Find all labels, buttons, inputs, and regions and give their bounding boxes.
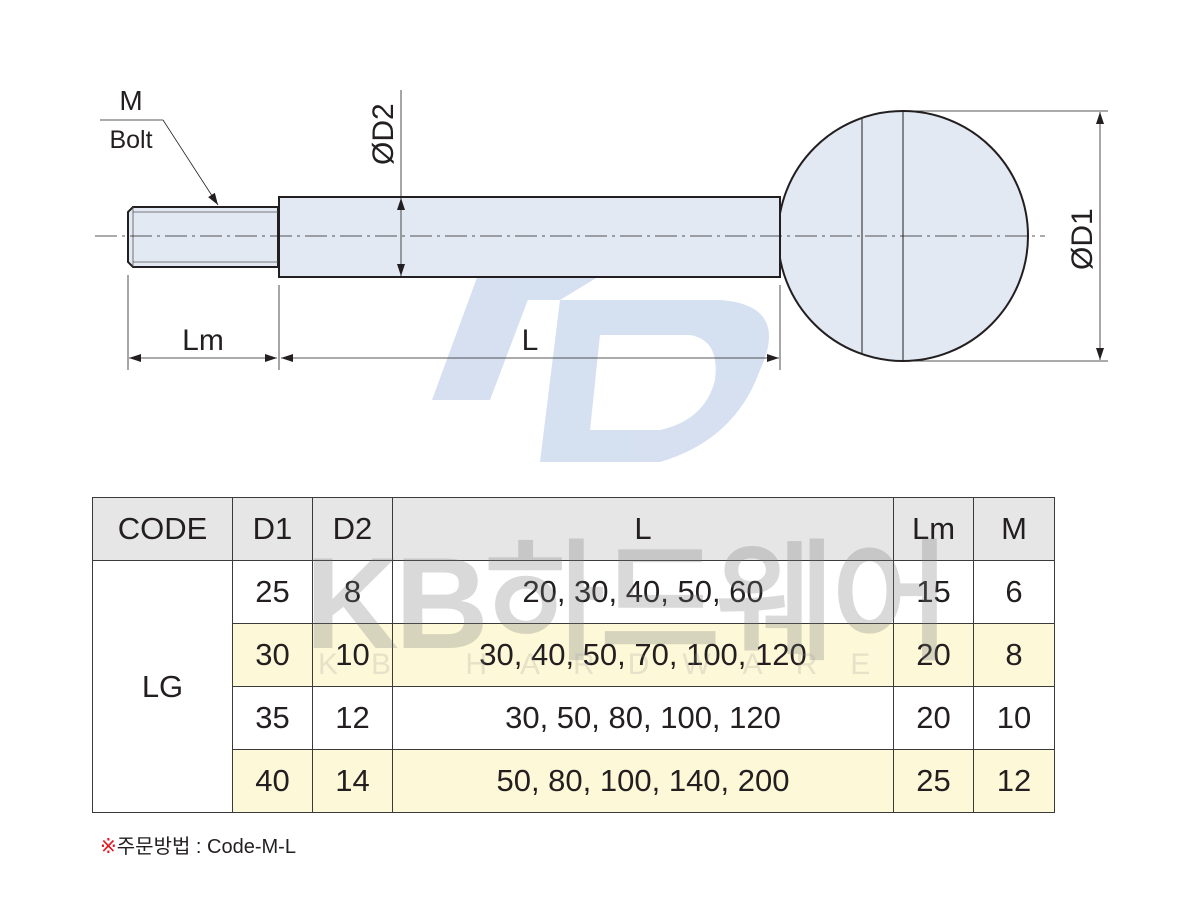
cell-l: 20, 30, 40, 50, 60 bbox=[392, 560, 894, 624]
label-l: L bbox=[522, 324, 539, 357]
table-row: 35 12 30, 50, 80, 100, 120 20 10 bbox=[93, 686, 1055, 750]
bolt-thread bbox=[127, 206, 279, 268]
cell-d2: 10 bbox=[312, 623, 393, 687]
cell-lm: 20 bbox=[893, 686, 974, 750]
shaft bbox=[278, 196, 781, 278]
cell-d2: 14 bbox=[312, 749, 393, 813]
header-d1: D1 bbox=[232, 497, 313, 561]
code-cell: LG bbox=[92, 560, 233, 813]
label-bolt: Bolt bbox=[109, 126, 152, 154]
header-lm: Lm bbox=[893, 497, 974, 561]
order-note-value: Code-M-L bbox=[207, 836, 296, 858]
bolt-leader bbox=[162, 119, 219, 206]
cell-m: 10 bbox=[973, 686, 1055, 750]
technical-drawing: M Bolt ØD2 ØD1 Lm L bbox=[95, 85, 1108, 462]
cell-m: 12 bbox=[973, 749, 1055, 813]
label-d1: ØD1 bbox=[1066, 208, 1099, 270]
order-note-separator: : bbox=[190, 836, 208, 858]
cell-lm: 25 bbox=[893, 749, 974, 813]
order-note-label: 주문방법 bbox=[116, 836, 191, 858]
cell-lm: 15 bbox=[893, 560, 974, 624]
cell-l: 30, 50, 80, 100, 120 bbox=[392, 686, 894, 750]
cell-d2: 8 bbox=[312, 560, 393, 624]
header-m: M bbox=[973, 497, 1055, 561]
label-d2: ØD2 bbox=[367, 103, 400, 165]
label-lm: Lm bbox=[182, 324, 224, 357]
cell-d2: 12 bbox=[312, 686, 393, 750]
cell-lm: 20 bbox=[893, 623, 974, 687]
table-row: 40 14 50, 80, 100, 140, 200 25 12 bbox=[93, 749, 1055, 813]
order-note: ※주문방법 : Code-M-L bbox=[100, 830, 296, 859]
cell-m: 8 bbox=[973, 623, 1055, 687]
table-row: LG 25 8 20, 30, 40, 50, 60 15 6 bbox=[92, 560, 1055, 813]
reference-mark-icon: ※ bbox=[100, 836, 117, 858]
table-row: 30 10 30, 40, 50, 70, 100, 120 20 8 bbox=[93, 623, 1055, 687]
spec-table: CODE D1 D2 L Lm M LG 25 8 20, 30, 40, 50… bbox=[92, 497, 1055, 813]
cell-l: 50, 80, 100, 140, 200 bbox=[392, 749, 894, 813]
cell-m: 6 bbox=[973, 560, 1055, 624]
table-header-row: CODE D1 D2 L Lm M bbox=[92, 497, 1055, 561]
cell-d1: 25 bbox=[232, 560, 313, 624]
header-code: CODE bbox=[92, 497, 233, 561]
cell-l: 30, 40, 50, 70, 100, 120 bbox=[392, 623, 894, 687]
cell-d1: 40 bbox=[232, 749, 313, 813]
cell-d1: 35 bbox=[232, 686, 313, 750]
header-d2: D2 bbox=[312, 497, 393, 561]
cell-d1: 30 bbox=[232, 623, 313, 687]
label-m: M bbox=[119, 85, 142, 116]
header-l: L bbox=[392, 497, 894, 561]
